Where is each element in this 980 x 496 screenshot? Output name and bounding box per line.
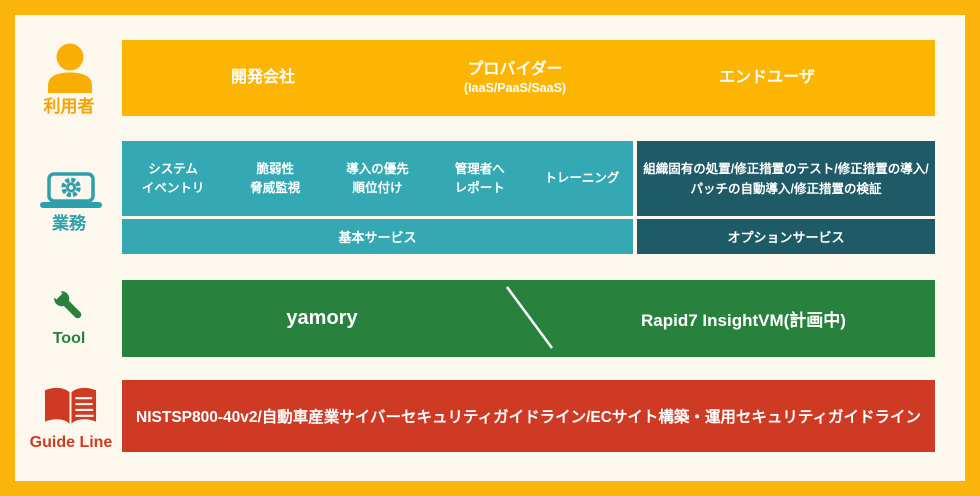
task-deployment-prioritization: 導入の優先 順位付け: [346, 161, 409, 195]
user-column-provider: プロバイダー (IaaS/PaaS/SaaS): [395, 40, 635, 116]
wrench-icon: [50, 287, 88, 325]
guideline-text: NISTSP800-40v2/自動車産業サイバーセキュリティガイドライン/ECサ…: [136, 409, 921, 426]
user-column-title: プロバイダー: [467, 61, 563, 78]
basic-tasks-cell: システム イベントリ 脆弱性 脅威監視 導入の優先 順位付け 管理者へ レポート…: [122, 141, 633, 216]
guideline-band: NISTSP800-40v2/自動車産業サイバーセキュリティガイドライン/ECサ…: [122, 380, 935, 452]
task-system-inventory: システム イベントリ: [141, 161, 205, 195]
optional-tasks-cell: 組織固有の処置/修正措置のテスト/修正措置の導入/ パッチの自動導入/修正措置の…: [637, 141, 935, 216]
optional-service-footer: オプションサービス: [637, 219, 935, 254]
user-column-title: 開発会社: [230, 69, 295, 86]
current-tool-name: yamory: [286, 307, 358, 329]
user-column-title: エンドユーザ: [719, 69, 815, 86]
user-column-enduser: エンドユーザ: [647, 40, 887, 116]
task-admin-report: 管理者へ レポート: [454, 161, 505, 195]
basic-service-footer: 基本サービス: [122, 219, 633, 254]
users-band: 開発会社 プロバイダー (IaaS/PaaS/SaaS) エンドユーザ: [122, 40, 935, 116]
task-vulnerability-monitoring: 脆弱性 脅威監視: [250, 161, 301, 195]
tool-band: yamory Rapid7 InsightVM(計画中): [122, 280, 935, 357]
row-label-tool: Tool: [52, 330, 86, 347]
operations-band: システム イベントリ 脆弱性 脅威監視 導入の優先 順位付け 管理者へ レポート…: [122, 141, 935, 254]
person-icon: [47, 43, 93, 93]
user-column-subtitle: (IaaS/PaaS/SaaS): [463, 81, 567, 95]
row-label-users: 利用者: [43, 97, 95, 116]
divider-slash: [505, 286, 554, 349]
planned-tool-name: Rapid7 InsightVM(計画中): [641, 311, 846, 330]
task-training: トレーニング: [544, 171, 620, 185]
laptop-gear-icon: [40, 172, 102, 208]
row-label-guideline: Guide Line: [29, 434, 113, 451]
user-column-developer: 開発会社: [143, 40, 383, 116]
row-label-operations: 業務: [52, 214, 86, 233]
book-icon: [43, 387, 98, 427]
